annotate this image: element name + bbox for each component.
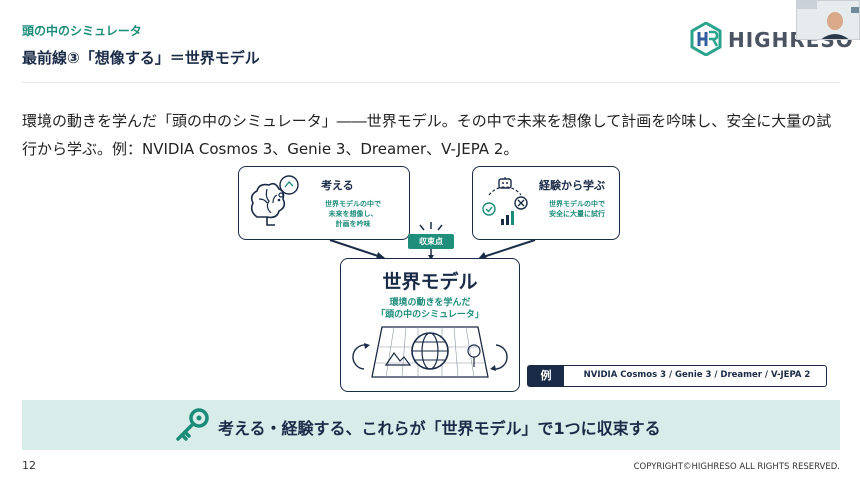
example-box: 例 NVIDIA Cosmos 3 / Genie 3 / Dreamer / … bbox=[527, 365, 827, 387]
conclusion-text: 考える・経験する、これらが「世界モデル」で1つに収束する bbox=[218, 419, 661, 438]
world-model-card: 世界モデル 環境の動きを学んだ 「頭の中のシミュレータ」 bbox=[340, 258, 520, 392]
conclusion-banner: 考える・経験する、これらが「世界モデル」で1つに収束する bbox=[22, 400, 840, 450]
world-model-subtitle: 環境の動きを学んだ bbox=[389, 298, 471, 308]
experience-card: 経験から学ぶ 世界モデルの中で 安全に大量に試行 bbox=[472, 166, 620, 240]
webcam-overlay bbox=[796, 0, 860, 40]
key-icon bbox=[176, 408, 209, 441]
example-label: 例 bbox=[528, 366, 564, 386]
think-card-desc-line: 世界モデルの中で bbox=[325, 200, 381, 208]
title-divider bbox=[22, 82, 840, 83]
world-model-title: 世界モデル bbox=[382, 271, 478, 293]
think-card-desc-line: 未来を想像し、 bbox=[328, 210, 378, 218]
world-model-subtitle: 「頭の中のシミュレータ」 bbox=[376, 310, 484, 320]
presenter-video-icon bbox=[797, 1, 859, 39]
think-card-desc: 世界モデルの中で 未来を想像し、 計画を吟味 bbox=[303, 199, 403, 229]
logo-mark-icon bbox=[690, 22, 722, 56]
think-card-title: 考える bbox=[321, 179, 354, 192]
think-card-desc-line: 計画を吟味 bbox=[335, 220, 371, 228]
section-label: 頭の中のシミュレータ bbox=[22, 24, 142, 38]
copyright-text: COPYRIGHT©HIGHRESO ALL RIGHTS RESERVED. bbox=[633, 462, 840, 472]
body-paragraph: 環境の動きを学んだ「頭の中のシミュレータ」――世界モデル。その中で未来を想像して… bbox=[22, 112, 832, 158]
world-simulation-icon bbox=[352, 326, 508, 378]
experience-card-desc-line: 世界モデルの中で bbox=[549, 200, 605, 208]
example-text: NVIDIA Cosmos 3 / Genie 3 / Dreamer / V-… bbox=[583, 370, 811, 380]
experience-card-title: 経験から学ぶ bbox=[539, 179, 605, 192]
learning-cycle-icon bbox=[482, 177, 528, 225]
converge-point-badge: 収束点 bbox=[408, 234, 454, 249]
experience-card-desc-line: 安全に大量に試行 bbox=[549, 210, 605, 218]
experience-card-desc: 世界モデルの中で 安全に大量に試行 bbox=[535, 199, 619, 219]
brain-thought-icon bbox=[250, 175, 299, 226]
page-title: 最前線③「想像する」＝世界モデル bbox=[22, 49, 260, 67]
page-number: 12 bbox=[22, 459, 36, 472]
think-card: 考える 世界モデルの中で 未来を想像し、 計画を吟味 bbox=[238, 166, 410, 240]
